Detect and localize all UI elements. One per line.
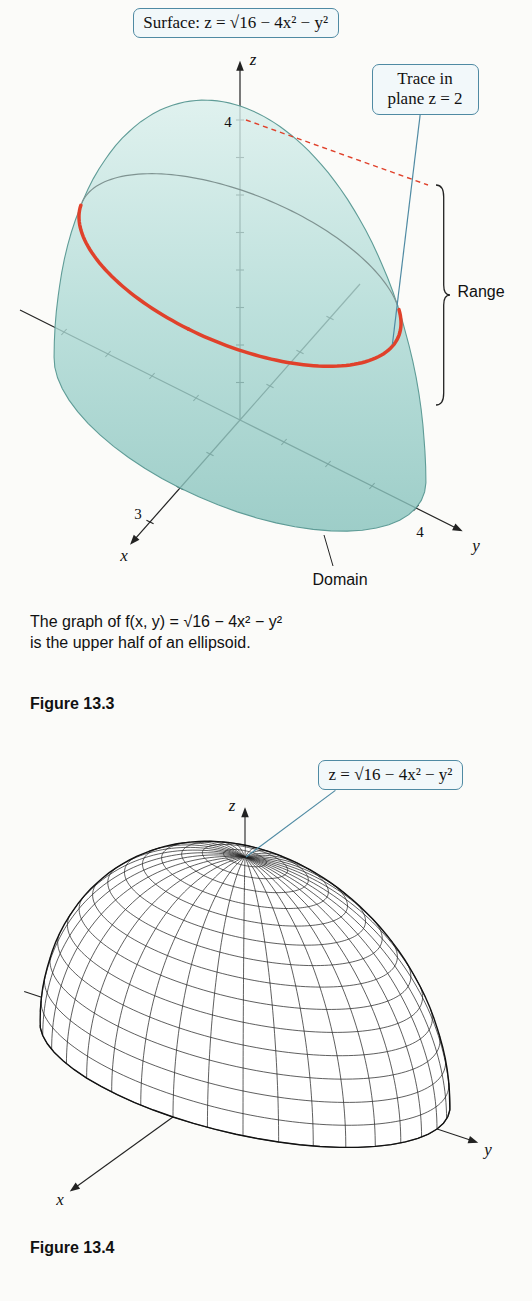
wire-parallel (162, 842, 216, 896)
axis-label: x (120, 546, 128, 566)
wire-parallel (50, 956, 177, 1050)
wire-meridian (243, 857, 245, 1136)
wire-meridian (87, 857, 245, 1078)
axis-label: x (56, 1190, 64, 1210)
wire-meridian (173, 857, 245, 1117)
wire-meridian (245, 857, 346, 1147)
wire-parallel (191, 940, 397, 988)
callout-leader (246, 790, 335, 857)
callout-box: Surface: z = √16 − 4x² − y² (133, 8, 339, 38)
wire-meridian (245, 857, 375, 1146)
axis-arrowhead (70, 1183, 80, 1192)
wire-parallel (209, 881, 348, 926)
trace-curve (188, 310, 401, 367)
wire-parallel (142, 848, 209, 911)
callout-text: z = √16 − 4x² − y² (328, 765, 453, 785)
wire-meridian (245, 857, 450, 1107)
wire-parallel (40, 1025, 173, 1117)
callout-box: z = √16 − 4x² − y² (318, 760, 463, 790)
callout-text: Surface: z = √16 − 4x² − y² (143, 13, 329, 33)
wire-parallel (58, 933, 180, 1028)
wireframe-outline (40, 841, 450, 1147)
wireframe-figure (24, 807, 478, 1191)
wire-parallel (187, 962, 411, 1009)
wire-meridian (52, 856, 245, 1049)
range-bracket (436, 185, 450, 405)
axis-arrowhead (236, 61, 244, 71)
wire-parallel (177, 1034, 440, 1079)
wire-meridian (245, 857, 317, 874)
wire-parallel (224, 850, 267, 867)
axis-label: y (472, 536, 480, 556)
figure-caption: The graph of f(x, y) = √16 − 4x² − y² is… (30, 612, 295, 654)
axis-arrowhead (468, 1136, 479, 1143)
wire-parallel (124, 856, 202, 927)
figure-number: Figure 13.3 (30, 694, 114, 713)
wire-parallel (44, 978, 174, 1073)
axis-arrowhead (241, 807, 249, 817)
wire-meridian (40, 853, 245, 1012)
trace-curve (79, 205, 188, 329)
wire-meridian (207, 857, 245, 1127)
callout-text: Trace in plane z = 2 (382, 69, 468, 110)
wire-meridian (245, 857, 422, 1137)
wire-parallel (93, 881, 192, 964)
wire-parallel (67, 914, 182, 1006)
axis-label: z (229, 796, 236, 816)
wireframe-fill (40, 841, 450, 1147)
axis-arrowhead (130, 535, 139, 545)
trace-back (82, 174, 398, 307)
wire-parallel (79, 897, 187, 984)
domain-leader (324, 535, 333, 566)
wire-meridian (68, 850, 245, 918)
ellipsoid-figure (20, 61, 463, 566)
tick-number: 3 (134, 505, 142, 523)
wire-parallel (175, 1058, 446, 1102)
wire-meridian (245, 857, 401, 1143)
wire-meridian (245, 857, 437, 1129)
wire-meridian (245, 857, 279, 1142)
wire-meridian (245, 857, 313, 1146)
range-dashed-line (246, 120, 428, 185)
wire-parallel (179, 1010, 432, 1056)
axis-tick (146, 520, 153, 524)
range-label: Range (457, 282, 504, 301)
callout-box: Trace in plane z = 2 (372, 64, 479, 115)
tick-number: 4 (416, 523, 424, 541)
wire-meridian (245, 857, 425, 997)
axis-arrowhead (452, 523, 463, 531)
wire-parallel (182, 842, 309, 893)
wire-parallel (41, 1001, 173, 1095)
ellipsoid-surface (54, 100, 426, 531)
wire-parallel (202, 844, 287, 878)
wire-meridian (245, 857, 447, 1119)
axis-label: y (484, 1140, 492, 1160)
wire-meridian (66, 857, 245, 1064)
wire-parallel (173, 1083, 449, 1125)
domain-label: Domain (312, 570, 367, 589)
wire-meridian (141, 857, 245, 1105)
wire-parallel (203, 899, 366, 945)
wire-parallel (183, 986, 423, 1032)
wire-parallel (197, 919, 382, 966)
figure-number: Figure 13.4 (30, 1238, 114, 1257)
wire-meridian (245, 857, 382, 929)
wire-parallel (108, 868, 197, 946)
axis-label: z (250, 50, 257, 70)
callout-leader (392, 115, 420, 344)
tick-number: 4 (224, 113, 232, 131)
